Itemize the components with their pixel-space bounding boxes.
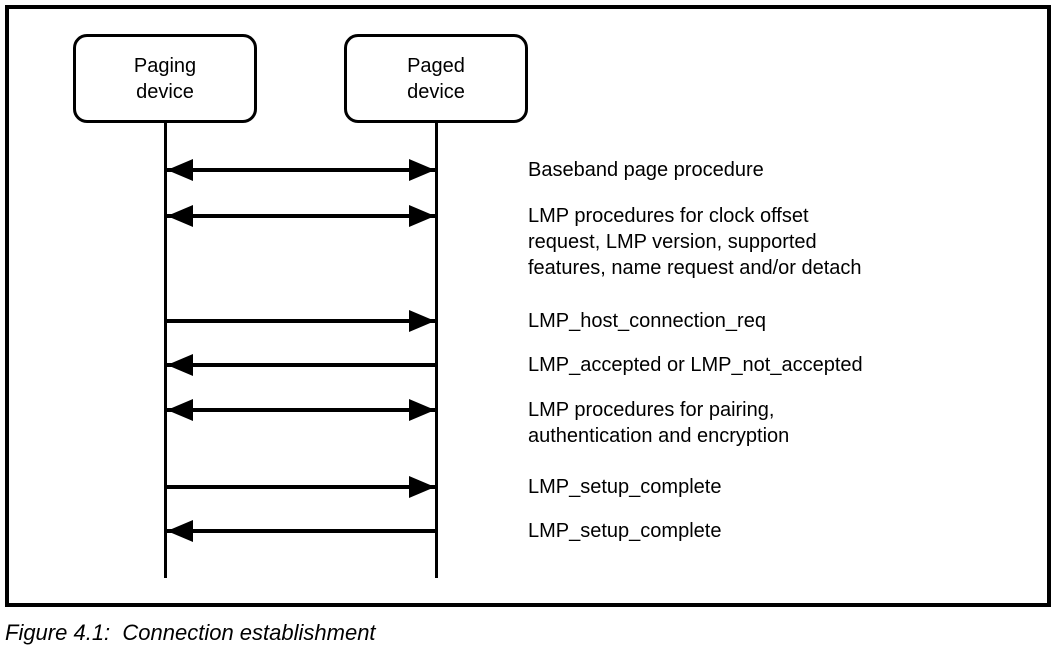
actor-label-paging-device: Paging device [133, 54, 197, 103]
message-label: LMP procedures for clock offset request,… [528, 205, 862, 279]
arrow-shaft [167, 214, 435, 218]
arrow-shaft [167, 529, 435, 533]
message-arrow-host-connection-req [167, 310, 435, 332]
message-arrow-baseband-page [167, 159, 435, 181]
arrow-shaft [167, 168, 435, 172]
figure-caption: Figure 4.1: Connection establishment [5, 620, 376, 645]
message-label: LMP_host_connection_req [528, 310, 766, 332]
message-label: Baseband page procedure [528, 159, 764, 181]
message-label: LMP_accepted or LMP_not_accepted [528, 354, 863, 376]
message-arrow-setup-complete-right [167, 476, 435, 498]
arrowhead-right-icon [409, 159, 435, 181]
arrow-shaft [167, 408, 435, 412]
message-label: LMP procedures for pairing, authenticati… [528, 399, 790, 447]
arrowhead-right-icon [409, 476, 435, 498]
actor-box-paged-device: Paged device [344, 34, 528, 123]
actor-label-paged-device: Paged device [407, 54, 465, 103]
message-arrow-accepted [167, 354, 435, 376]
message-arrow-setup-complete-left [167, 520, 435, 542]
lifeline-paging-device [164, 123, 167, 578]
arrow-shaft [167, 319, 435, 323]
arrowhead-right-icon [409, 205, 435, 227]
arrow-shaft [167, 363, 435, 367]
actor-box-paging-device: Paging device [73, 34, 257, 123]
arrowhead-right-icon [409, 310, 435, 332]
message-arrow-pairing [167, 399, 435, 421]
message-arrow-lmp-clock-offset [167, 205, 435, 227]
message-label: LMP_setup_complete [528, 520, 722, 542]
arrow-shaft [167, 485, 435, 489]
lifeline-paged-device [435, 123, 438, 578]
message-label: LMP_setup_complete [528, 476, 722, 498]
arrowhead-right-icon [409, 399, 435, 421]
